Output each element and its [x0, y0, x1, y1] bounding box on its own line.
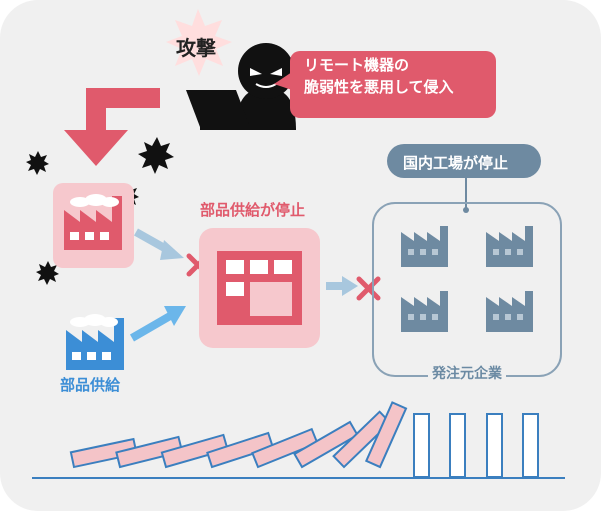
factory-icon — [486, 226, 533, 267]
domino-icon — [69, 401, 408, 469]
factory-building-icon — [217, 251, 302, 325]
factory-icon — [401, 226, 448, 267]
arrow-icon — [129, 306, 186, 342]
supply-label: 部品供給 — [60, 376, 121, 394]
cross-icon — [356, 276, 381, 301]
attacker-bubble-text: リモート機器の 脆弱性を悪用して侵入 — [304, 54, 490, 98]
attacker-bubble-line-2: 脆弱性を悪用して侵入 — [304, 78, 454, 96]
domino-icon — [413, 413, 539, 478]
factory-icon — [64, 194, 122, 250]
attacker-bubble-shape — [274, 51, 496, 118]
arrow-icon — [134, 228, 184, 260]
attack-arrow-icon — [64, 88, 160, 166]
arrow-icon — [326, 276, 358, 296]
attack-burst-icon — [166, 9, 232, 76]
factory-icon — [66, 314, 124, 370]
attack-label: 攻撃 — [176, 36, 216, 60]
factory-icon — [401, 291, 448, 332]
supplier-stop-label: 部品供給が停止 — [200, 201, 306, 219]
domestic-stop-label: 国内工場が停止 — [403, 154, 509, 172]
laptop-icon — [186, 90, 275, 130]
domestic-status-pill — [387, 144, 541, 178]
factory-icon — [486, 291, 533, 332]
client-label: 発注元企業 — [428, 367, 506, 381]
attacker-bubble-line-1: リモート機器の — [304, 56, 410, 74]
